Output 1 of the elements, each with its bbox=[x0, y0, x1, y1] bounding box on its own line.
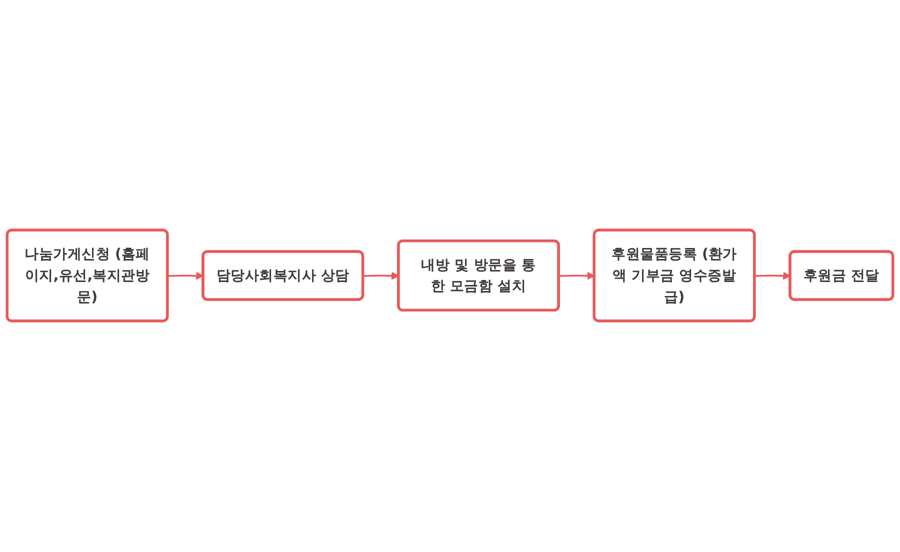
arrow bbox=[559, 272, 595, 280]
